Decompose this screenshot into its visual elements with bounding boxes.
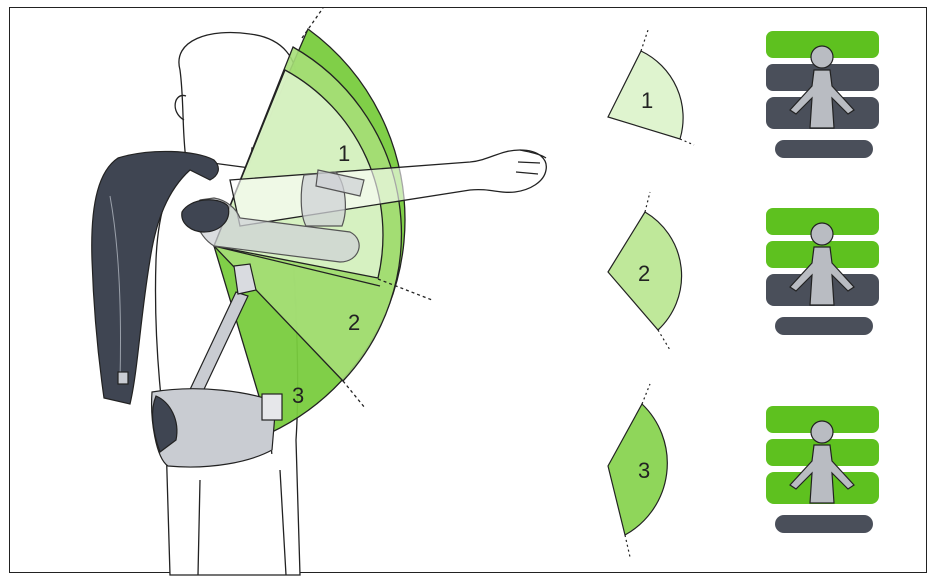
level-icon-3 bbox=[766, 406, 879, 533]
level-icon-1 bbox=[766, 31, 879, 158]
legend-zone-1: 1 bbox=[608, 30, 694, 145]
legend-zone-3-label: 3 bbox=[638, 458, 650, 483]
legend-zone-3: 3 bbox=[608, 384, 667, 557]
figure-zone-1-label: 1 bbox=[338, 141, 350, 166]
legend-zone-1-label: 1 bbox=[641, 88, 653, 113]
legend-zone-2-label: 2 bbox=[638, 261, 650, 286]
figure-zone-2-label: 2 bbox=[348, 310, 360, 335]
level-icon-2 bbox=[766, 208, 879, 335]
figure-zone-3-label: 3 bbox=[292, 383, 304, 408]
legend-zone-2: 2 bbox=[608, 192, 682, 350]
